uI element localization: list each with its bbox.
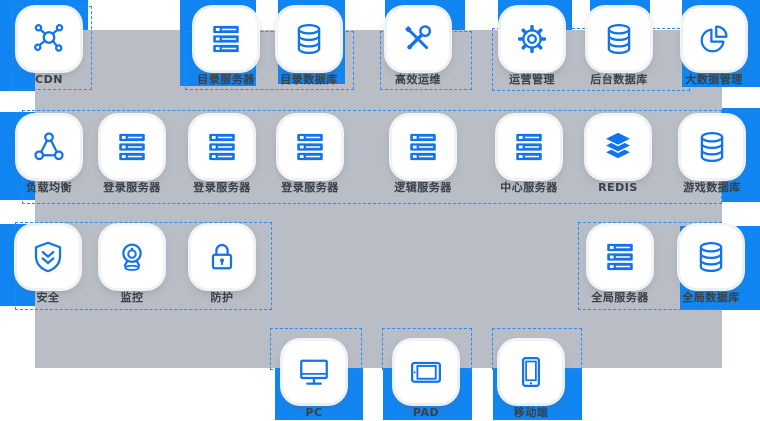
- tile-monitoring: [101, 226, 163, 288]
- server-rack-icon: [516, 133, 542, 161]
- load-balance-icon: [34, 132, 64, 161]
- tile-protection: [191, 226, 253, 288]
- node-label-global-database: 全局数据库: [682, 291, 740, 304]
- node-global-database: 全局数据库: [680, 226, 742, 306]
- tile-security: [17, 226, 79, 288]
- node-login-server-3: 登录服务器: [279, 116, 341, 196]
- webcam-icon: [122, 243, 142, 271]
- node-label-pad: PAD: [412, 406, 440, 419]
- node-pc: PC: [283, 341, 345, 421]
- tile-backend-database: [588, 8, 650, 70]
- server-rack-icon: [607, 243, 633, 271]
- node-protection: 防护: [191, 226, 253, 306]
- server-rack-icon: [410, 133, 436, 161]
- node-security: 安全: [17, 226, 79, 306]
- server-rack-icon: [213, 25, 239, 53]
- node-label-protection: 防护: [210, 291, 234, 304]
- diagram-canvas: [35, 30, 722, 368]
- cdn-box: [12, 6, 92, 90]
- node-mobile: 移动端: [500, 341, 562, 421]
- directory-box: [185, 31, 354, 90]
- tile-load-balancer: [18, 116, 80, 178]
- node-login-server-2: 登录服务器: [191, 116, 253, 196]
- layer-stack-icon: [603, 131, 633, 160]
- node-label-login-server-2: 登录服务器: [193, 181, 251, 194]
- tile-efficient-ops: [387, 8, 449, 70]
- tile-redis: [587, 116, 649, 178]
- node-label-backend-database: 后台数据库: [590, 73, 648, 86]
- tile-mobile: [500, 341, 562, 403]
- database-icon: [699, 242, 723, 272]
- node-label-load-balancer: 负载均衡: [26, 181, 72, 194]
- node-label-login-server-1: 登录服务器: [103, 181, 161, 194]
- tile-directory-database: [278, 8, 340, 70]
- node-label-monitoring: 监控: [120, 291, 144, 304]
- node-big-data-management: 大数据管理: [683, 8, 745, 88]
- tablet-icon: [411, 361, 441, 383]
- node-label-game-database: 游戏数据库: [683, 181, 741, 194]
- shield-icon: [34, 241, 62, 273]
- database-icon: [700, 132, 724, 162]
- tile-big-data-management: [683, 8, 745, 70]
- database-icon: [297, 24, 321, 54]
- node-label-login-server-3: 登录服务器: [281, 181, 339, 194]
- node-label-efficient-ops: 高效运维: [395, 73, 441, 86]
- node-directory-database: 目录数据库: [278, 8, 340, 88]
- tile-login-server-3: [279, 116, 341, 178]
- node-label-central-server: 中心服务器: [500, 181, 558, 194]
- node-cdn: CDN: [18, 8, 80, 88]
- tile-login-server-1: [101, 116, 163, 178]
- tile-pc: [283, 341, 345, 403]
- tile-directory-server: [195, 8, 257, 70]
- node-load-balancer: 负载均衡: [18, 116, 80, 196]
- node-label-directory-database: 目录数据库: [280, 73, 338, 86]
- lock-icon: [211, 243, 233, 270]
- tile-central-server: [498, 116, 560, 178]
- node-global-server: 全局服务器: [589, 226, 651, 306]
- tile-game-database: [681, 116, 743, 178]
- phone-icon: [522, 357, 540, 387]
- node-redis: REDIS: [587, 116, 649, 196]
- tile-operations-management: [501, 8, 563, 70]
- node-game-database: 游戏数据库: [681, 116, 743, 196]
- node-logic-server: 逻辑服务器: [392, 116, 454, 196]
- server-rack-icon: [209, 133, 235, 161]
- node-label-global-server: 全局服务器: [591, 291, 649, 304]
- database-icon: [607, 24, 631, 54]
- node-login-server-1: 登录服务器: [101, 116, 163, 196]
- tile-global-database: [680, 226, 742, 288]
- node-label-operations-management: 运营管理: [509, 73, 555, 86]
- node-label-directory-server: 目录服务器: [197, 73, 255, 86]
- node-label-logic-server: 逻辑服务器: [394, 181, 452, 194]
- tile-pad: [395, 341, 457, 403]
- node-pad: PAD: [395, 341, 457, 421]
- node-directory-server: 目录服务器: [195, 8, 257, 88]
- gear-icon: [517, 24, 547, 54]
- tools-icon: [405, 25, 432, 50]
- node-label-mobile: 移动端: [513, 406, 549, 419]
- node-efficient-ops: 高效运维: [387, 8, 449, 88]
- node-label-cdn: CDN: [35, 73, 63, 86]
- node-monitoring: 监控: [101, 226, 163, 306]
- tile-logic-server: [392, 116, 454, 178]
- server-rack-icon: [119, 133, 145, 161]
- node-label-pc: PC: [305, 406, 323, 419]
- node-label-big-data-management: 大数据管理: [685, 73, 743, 86]
- node-label-security: 安全: [36, 291, 60, 304]
- node-label-redis: REDIS: [598, 181, 638, 194]
- server-rack-icon: [297, 133, 323, 161]
- node-operations-management: 运营管理: [501, 8, 563, 88]
- monitor-icon: [300, 359, 328, 385]
- tile-cdn: [18, 8, 80, 70]
- node-backend-database: 后台数据库: [588, 8, 650, 88]
- pie-chart-icon: [700, 25, 728, 53]
- tile-global-server: [589, 226, 651, 288]
- network-hub-icon: [34, 24, 64, 52]
- node-central-server: 中心服务器: [498, 116, 560, 196]
- security-box: [15, 222, 272, 310]
- tile-login-server-2: [191, 116, 253, 178]
